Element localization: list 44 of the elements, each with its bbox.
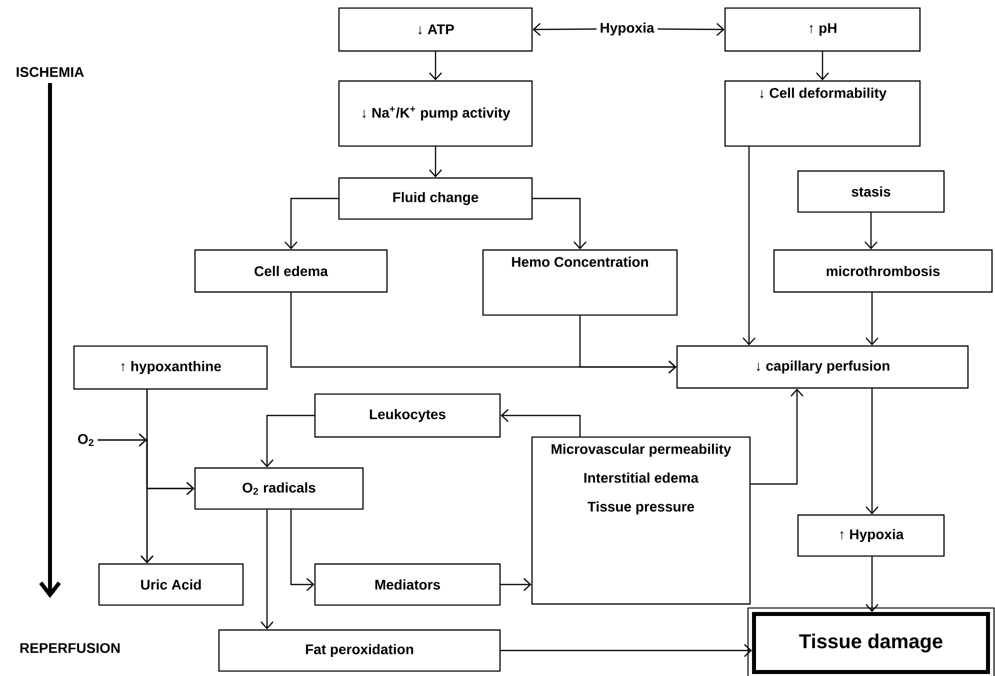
arrow [98,434,194,495]
process-box: Leukocytes [314,393,501,438]
arrow [290,510,314,591]
arrow [260,510,274,630]
process-box: Uric Acid [98,563,244,606]
arrow [866,292,878,346]
process-box: ↑ pH [724,7,921,52]
process-box: microthrombosis [773,249,993,293]
process-box: Hemo Concentration [482,249,678,316]
arrow [260,414,314,468]
process-box: Cell edema [194,249,388,293]
arrow [866,388,878,514]
process-box: stasis [797,170,945,213]
arrow [816,52,829,80]
process-box: ↓ capillary perfusion [676,345,969,389]
arrow [866,556,878,612]
arrow [579,316,676,374]
process-box: ↓ Na$^{+}$/K$^{+}$ pump activity [338,80,533,147]
node-text: Hypoxia [600,22,654,36]
arrow [532,23,597,36]
process-box: ↓ Cell deformability [724,80,921,147]
stage-label: ISCHEMIA [16,67,84,77]
arrow [284,198,338,250]
arrow [500,578,532,591]
node-text: O$_{2}$ [78,434,94,446]
arrow [429,146,442,178]
arrow [864,212,878,250]
arrow [658,23,724,36]
arrow [742,146,756,346]
process-box: Fat peroxidation [218,629,501,672]
arrow [500,644,752,657]
arrow [500,409,581,436]
process-box: Mediators [314,563,501,606]
outcome-box: Tissue damage [747,607,995,676]
process-box: O$_{2}$ radicals [194,467,364,510]
process-box: Microvascular permeability Interstitial edema Tissue pressure [531,436,751,605]
arrow [429,52,442,80]
process-box: ↑ Hypoxia [797,514,945,557]
process-box: Fluid change [338,177,533,220]
process-box: ↑ hypoxanthine [73,345,268,390]
process-box: ↓ ATP [338,7,533,52]
arrow [750,388,804,485]
arrow [532,198,586,250]
stage-label: REPERFUSION [20,643,120,653]
